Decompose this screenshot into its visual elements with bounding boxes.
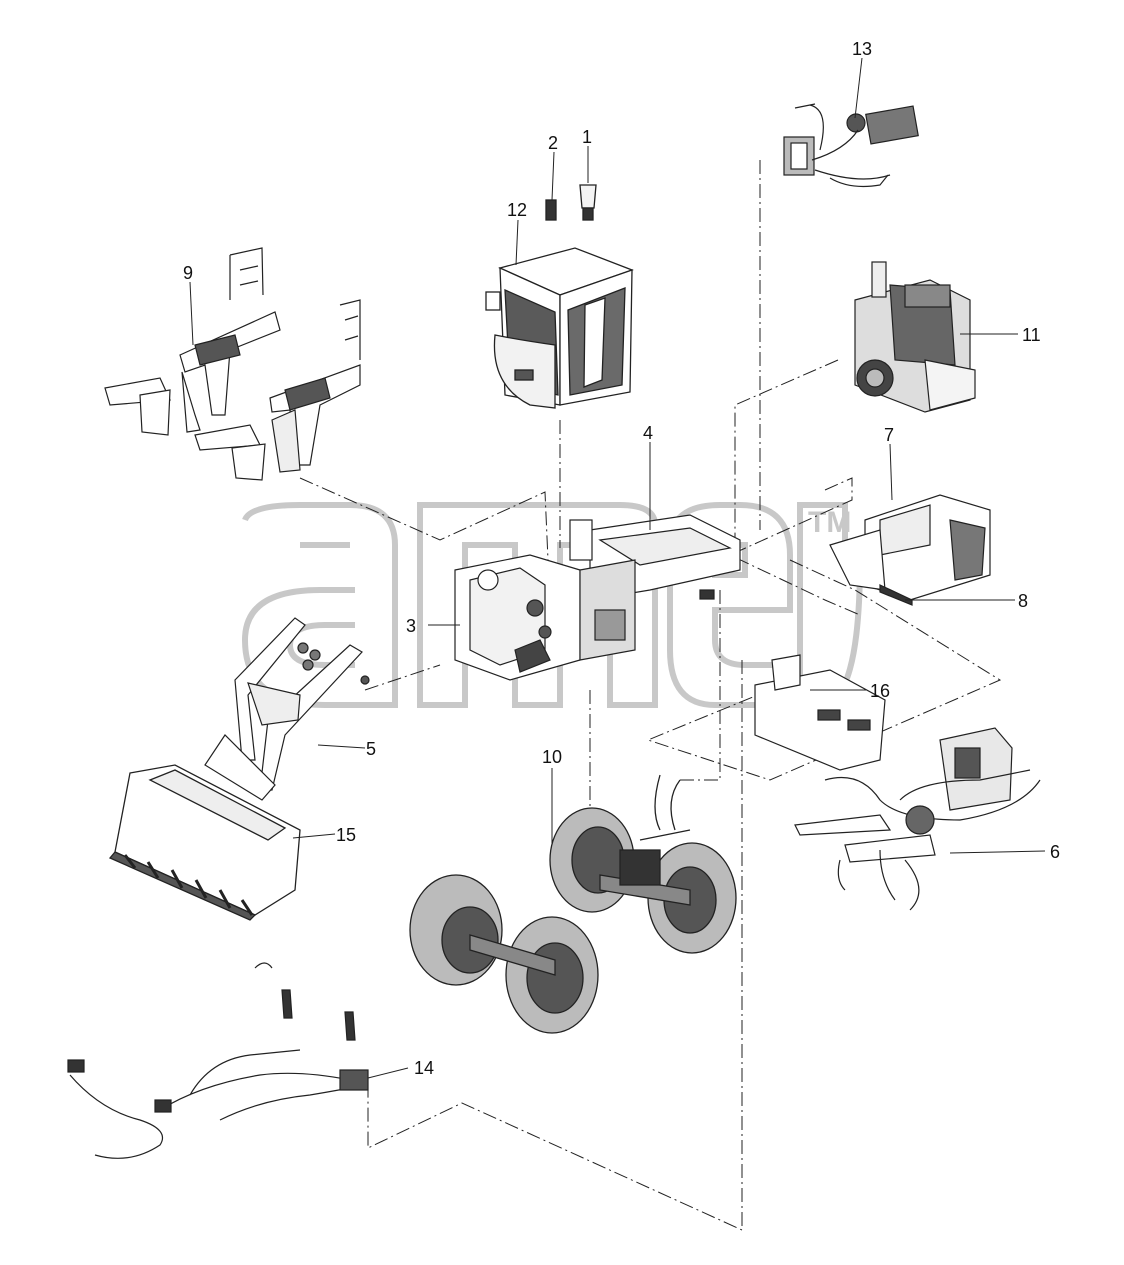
part-5-lift-arms xyxy=(204,617,370,801)
assembly-guide-lines xyxy=(299,160,1002,1231)
part-11-engine xyxy=(854,261,976,413)
part-15-bucket xyxy=(108,764,301,921)
callout-6: 6 xyxy=(1050,842,1061,862)
callout-10: 10 xyxy=(542,747,563,767)
callout-13: 13 xyxy=(852,39,873,59)
callout-2: 2 xyxy=(548,133,559,153)
callout-12: 12 xyxy=(507,200,528,220)
part-9-fenders-ladders xyxy=(104,247,361,481)
callout-4: 4 xyxy=(643,423,654,443)
part-13-cooling-wiring xyxy=(783,103,919,188)
callout-3: 3 xyxy=(406,616,417,636)
callout-11: 11 xyxy=(1022,325,1041,345)
part-16-counterweight xyxy=(754,654,886,771)
trademark-mark: TM xyxy=(808,506,851,539)
callout-1: 1 xyxy=(582,127,593,147)
part-6-hydraulics xyxy=(794,727,1041,911)
callout-8: 8 xyxy=(1018,591,1029,611)
callout-5: 5 xyxy=(366,739,377,759)
callout-14: 14 xyxy=(414,1058,435,1078)
callout-15: 15 xyxy=(336,825,357,845)
part-1-beacon xyxy=(579,184,597,209)
callout-16: 16 xyxy=(870,681,891,701)
callout-7: 7 xyxy=(884,425,895,445)
part-14-wiring-harness xyxy=(67,962,369,1159)
parts-7-8-hood xyxy=(829,494,991,606)
callout-9: 9 xyxy=(183,263,194,283)
part-12-operator-cab xyxy=(485,184,634,409)
leader-lines xyxy=(189,57,1046,1079)
part-2-cab-module xyxy=(545,199,557,221)
part-10-axles-wheels xyxy=(409,774,737,1034)
parts-3-4-frames xyxy=(454,514,741,681)
